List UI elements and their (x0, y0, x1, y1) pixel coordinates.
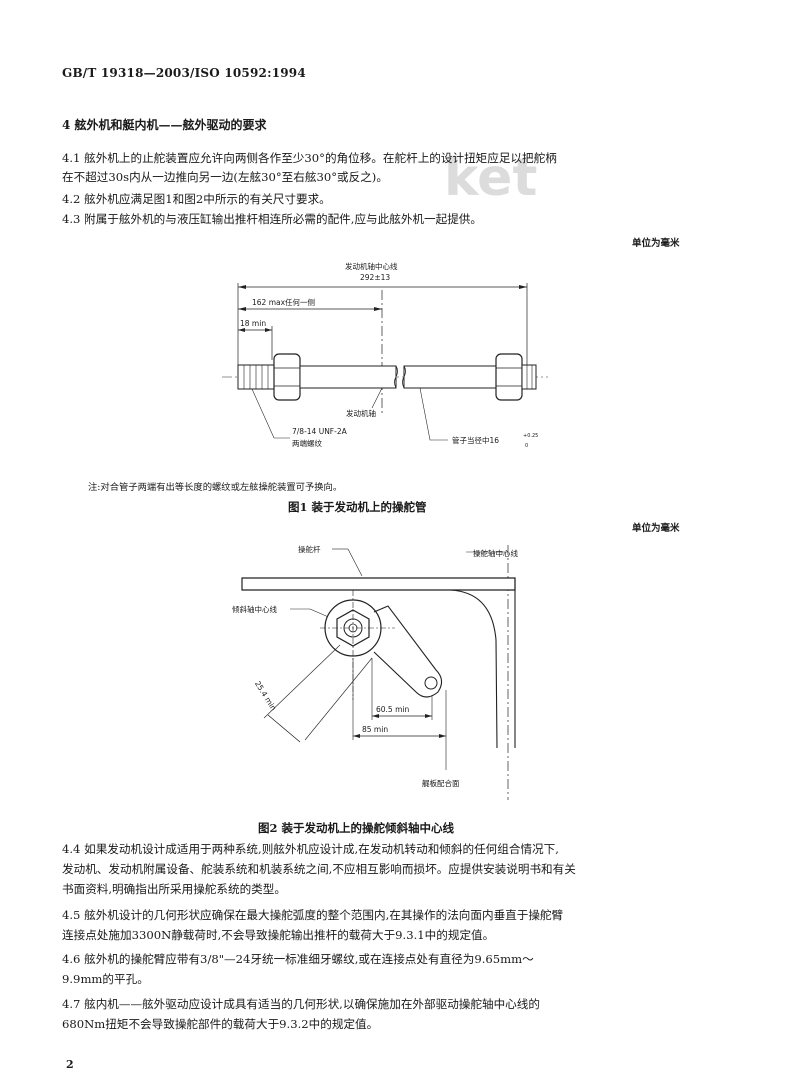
fig2-dim-25-4: 25.4 min (253, 679, 278, 712)
standard-header: GB/T 19318—2003/ISO 10592:1994 (62, 66, 306, 80)
paragraph-4-2: 4.2 舷外机应满足图1和图2中所示的有关尺寸要求。 (62, 192, 331, 206)
fig1-shaft-label: 发动机轴 (346, 408, 376, 418)
fig1-dim-18: 18 min (240, 319, 266, 328)
paragraph-4-5-line1: 4.5 舷外机设计的几何形状应确保在最大操舵弧度的整个范围内,在其操作的法向面内… (62, 908, 564, 922)
figure-2-drawing: 操舵杆 操舵轴中心线 倾斜轴中心线 25.4 min (232, 544, 518, 800)
paragraph-4-7-line2: 680Nm扭矩不会导致操舵部件的载荷大于9.3.2中的规定值。 (62, 1017, 379, 1031)
paragraph-4-3: 4.3 附属于舷外机的与液压缸输出推杆相连所必需的配件,应与此舷外机一起提供。 (62, 212, 482, 226)
fig1-thread-ends-label: 两端螺纹 (292, 438, 322, 448)
paragraph-4-1-line2: 在不超过30s内从一边推向另一边(左舷30°至右舷30°或反之)。 (62, 170, 388, 184)
fig2-mount-label: 艉板配合面 (422, 778, 460, 788)
paragraph-4-1-line1: 4.1 舷外机上的止舵装置应允许向两侧各作至少30°的角位移。在舵杆上的设计扭矩… (62, 151, 557, 165)
fig2-tilt-axis-label: 倾斜轴中心线 (232, 604, 277, 614)
fig1-thread-label: 7/8-14 UNF-2A (292, 427, 348, 436)
unit-label-fig1: 单位为毫米 (632, 238, 680, 249)
figure-1-note: 注:对合管子两端有出等长度的螺纹或左舷操舵装置可予换向。 (88, 482, 343, 493)
fig1-tube-tol-bottom: 0 (525, 443, 528, 449)
page-number: 2 (66, 1058, 74, 1071)
fig2-dim-60-5: 60.5 min (376, 705, 409, 714)
figure-1-caption: 图1 装于发动机上的操舵管 (288, 500, 427, 514)
section-4-heading: 4 舷外机和艇内机——舷外驱动的要求 (62, 118, 267, 132)
figure-1-drawing: 发动机轴中心线 292±13 162 max任何一侧 18 min (222, 261, 548, 449)
paragraph-4-6-line1: 4.6 舷外机的操舵臂应带有3/8"—24牙统一标准细牙螺纹,或在连接点处有直径… (62, 952, 534, 966)
fig2-arm-label: 操舵杆 (298, 544, 321, 554)
figure-2-caption: 图2 装于发动机上的操舵倾斜轴中心线 (258, 821, 455, 835)
fig1-dim-162: 162 max任何一侧 (252, 297, 315, 307)
paragraph-4-4-line1: 4.4 如果发动机设计成适用于两种系统,则舷外机应设计成,在发动机转动和倾斜的任… (62, 842, 559, 856)
watermark: ket (444, 148, 538, 208)
fig1-tube-label: 管子当径中16 (452, 435, 499, 445)
paragraph-4-6-line2: 9.9mm的平孔。 (62, 972, 149, 986)
paragraph-4-4-line2: 发动机、发动机附属设备、舵装系统和机装系统之间,不应相互影响而损坏。应提供安装说… (62, 862, 576, 876)
paragraph-4-5-line2: 连接点处施加3300N静载荷时,不会导致操舵输出推杆的载荷大于9.3.1中的规定… (62, 928, 495, 942)
paragraph-4-7-line1: 4.7 舷内机——舷外驱动应设计成具有适当的几何形状,以确保施加在外部驱动操舵轴… (62, 997, 540, 1011)
unit-label-fig2: 单位为毫米 (632, 523, 680, 534)
fig1-tube-tol-top: +0.25 (523, 433, 538, 439)
fig2-steer-axis-label: 操舵轴中心线 (473, 548, 518, 558)
paragraph-4-4-line3: 书面资料,明确指出所采用操舵系统的类型。 (62, 882, 286, 896)
fig1-dim-292: 292±13 (360, 273, 390, 282)
fig1-center-label: 发动机轴中心线 (345, 261, 398, 271)
fig2-dim-85: 85 min (362, 725, 388, 734)
